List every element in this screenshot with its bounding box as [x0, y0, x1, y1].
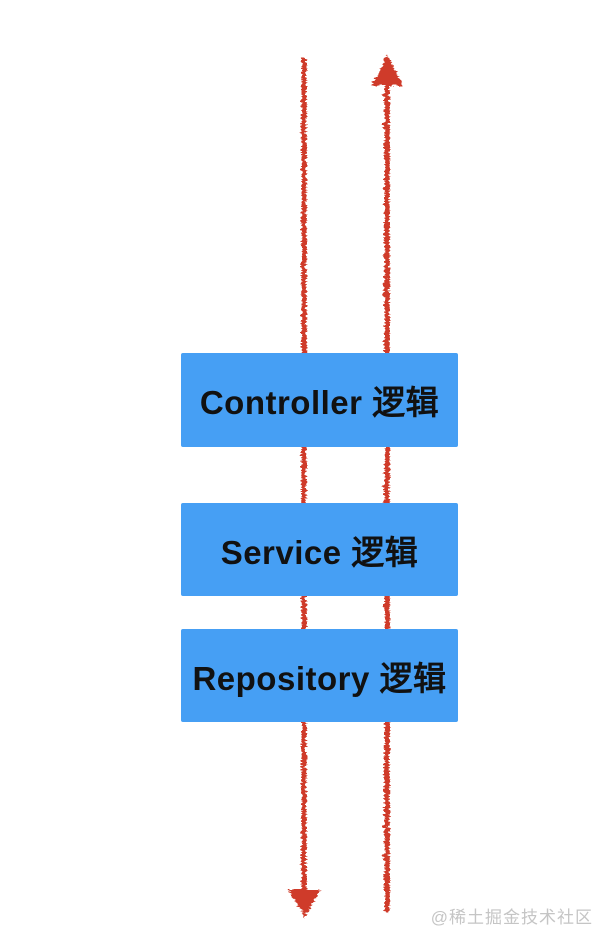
- box-repository: Repository 逻辑: [181, 629, 458, 722]
- upward-arrow: [370, 54, 402, 911]
- box-service: Service 逻辑: [181, 503, 458, 596]
- box-repository-label: Repository 逻辑: [192, 659, 447, 697]
- down-arrowhead-icon: [287, 888, 319, 916]
- up-arrowhead-icon: [370, 54, 402, 84]
- box-service-label: Service 逻辑: [220, 533, 419, 571]
- watermark: @稀土掘金技术社区: [430, 908, 593, 927]
- downward-arrow: [287, 56, 319, 916]
- box-controller-label: Controller 逻辑: [199, 384, 440, 421]
- box-controller: Controller 逻辑: [181, 353, 458, 447]
